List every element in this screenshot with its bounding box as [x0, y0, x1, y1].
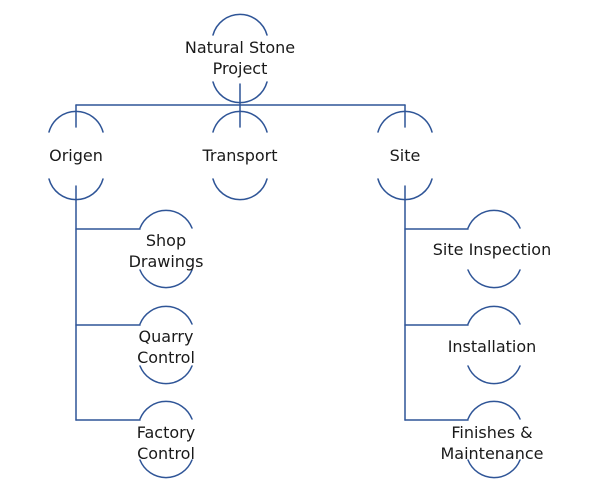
node-finishes-maintenance-label-line-1: Finishes &	[451, 423, 532, 442]
node-origen-label: Origen	[49, 146, 103, 165]
node-quarry-control-bottom-arc	[139, 365, 193, 385]
node-installation-label: Installation	[448, 337, 537, 356]
node-site-label: Site	[390, 146, 421, 165]
node-shop-drawings-bottom-arc	[139, 269, 193, 289]
node-quarry-control: Quarry Control	[137, 305, 195, 385]
node-site-inspection-label: Site Inspection	[433, 240, 551, 259]
node-shop-drawings: Shop Drawings	[129, 209, 204, 289]
node-finishes-maintenance: Finishes & Maintenance	[440, 400, 544, 479]
node-installation-bottom-arc	[467, 365, 521, 385]
node-factory-control-top-arc	[139, 400, 193, 420]
node-site-inspection: Site Inspection	[433, 209, 551, 289]
node-installation-top-arc	[467, 305, 521, 325]
node-factory-control-bottom-arc	[139, 459, 193, 479]
node-finishes-maintenance-bottom-arc	[467, 459, 521, 479]
node-quarry-control-top-arc	[139, 305, 193, 325]
node-origen: Origen	[48, 110, 104, 201]
node-transport: Transport	[201, 110, 278, 201]
node-root-label-line-2: Project	[213, 59, 268, 78]
connectors	[75, 83, 469, 421]
node-shop-drawings-label-line-2: Drawings	[129, 252, 204, 271]
node-shop-drawings-label-line-1: Shop	[146, 231, 186, 250]
node-transport-label: Transport	[201, 146, 277, 165]
node-factory-control-label-line-2: Control	[137, 444, 195, 463]
node-root-label-line-1: Natural Stone	[185, 38, 295, 57]
node-finishes-maintenance-label-line-2: Maintenance	[440, 444, 543, 463]
node-factory-control-label-line-1: Factory	[137, 423, 195, 442]
node-site: Site	[377, 110, 433, 201]
node-origen-bottom-arc	[48, 178, 104, 201]
node-transport-top-arc	[212, 110, 268, 133]
node-site-inspection-top-arc	[467, 209, 521, 229]
node-site-bottom-arc	[377, 178, 433, 201]
node-shop-drawings-top-arc	[139, 209, 193, 229]
node-root: Natural Stone Project	[185, 13, 295, 104]
node-factory-control: Factory Control	[137, 400, 195, 479]
node-root-bottom-arc	[212, 81, 268, 104]
node-quarry-control-label-line-1: Quarry	[139, 327, 194, 346]
node-site-inspection-bottom-arc	[467, 269, 521, 289]
node-installation: Installation	[448, 305, 537, 385]
node-quarry-control-label-line-2: Control	[137, 348, 195, 367]
node-transport-bottom-arc	[212, 178, 268, 201]
node-origen-top-arc	[48, 110, 104, 133]
node-finishes-maintenance-top-arc	[467, 400, 521, 420]
node-root-top-arc	[212, 13, 268, 36]
node-site-top-arc	[377, 110, 433, 133]
